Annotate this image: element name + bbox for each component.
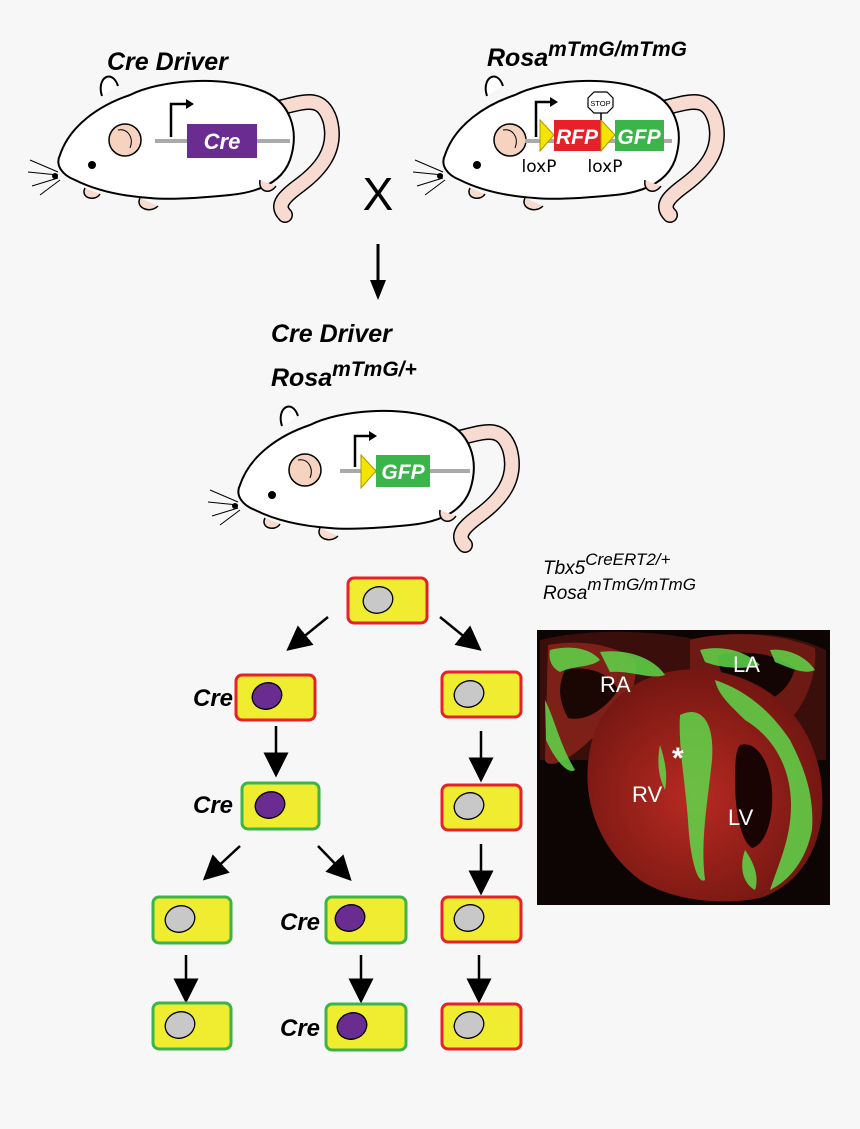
cross-result-arrow-icon	[370, 244, 386, 300]
rfp-gene-label: RFP	[556, 126, 599, 149]
heart-label-la: LA	[733, 652, 760, 677]
cross-symbol: X	[363, 168, 394, 220]
rosa-promoter-arrow-icon	[534, 97, 558, 137]
heart-micrograph: RA LA RV LV *	[537, 630, 830, 905]
cre-label-gen4: Cre	[280, 1015, 321, 1042]
arrow-gen2-left-icon	[202, 845, 241, 881]
offspring-line2-sup: mTmG/+	[332, 358, 417, 381]
cell-red-right-gen4	[440, 1002, 523, 1051]
heart-genotype-line2: RosamTmG/mTmG	[543, 575, 696, 605]
rosa-title-base: Rosa	[487, 44, 549, 72]
offspring-loxp-triangle	[360, 453, 377, 490]
cell-green-gen4-a	[151, 1001, 233, 1051]
loxp-triangle-1	[539, 118, 555, 153]
cell-cre-red-gen1	[234, 673, 317, 722]
arrow-root-right-icon	[439, 616, 482, 651]
cre-promoter-arrow-icon	[169, 99, 194, 137]
cre-label-gen2: Cre	[193, 792, 234, 819]
cre-gene-box	[187, 124, 257, 158]
loxp-label-1: loxP	[522, 157, 557, 177]
heart-label-asterisk: *	[672, 742, 684, 775]
cre-driver-mouse: Cre	[28, 77, 332, 215]
heart-label-rv: RV	[632, 782, 662, 807]
cell-cre-green-gen4-b	[324, 1002, 408, 1052]
cell-cre-green-gen2	[240, 781, 321, 831]
offspring-gfp-box	[376, 455, 430, 487]
heart-genotype-line1-sup: CreERT2/+	[585, 550, 671, 569]
cell-red-right-gen1	[440, 670, 523, 719]
stop-sign-label: STOP	[590, 99, 610, 108]
loxp-triangle-2	[600, 118, 616, 153]
offspring-mouse: GFP	[208, 407, 512, 545]
arrow-gen2-right-icon	[317, 845, 352, 882]
rosa-title: RosamTmG/mTmG	[487, 38, 687, 73]
heart-label-lv: LV	[728, 805, 754, 830]
offspring-line2: RosamTmG/+	[271, 358, 417, 393]
heart-genotype-line2-sup: mTmG/mTmG	[587, 575, 696, 594]
arrow-root-left-icon	[286, 616, 329, 651]
cell-red-right-gen3	[440, 895, 523, 944]
cre-driver-title: Cre Driver	[107, 48, 228, 76]
offspring-line1: Cre Driver	[271, 320, 392, 348]
offspring-gfp-label: GFP	[381, 461, 425, 484]
rfp-gene-box	[554, 120, 601, 151]
cell-cre-green-gen3-b	[324, 895, 408, 945]
cre-label-gen1: Cre	[193, 685, 234, 712]
heart-genotype-line1-base: Tbx5	[543, 558, 586, 579]
loxp-label-2: loxP	[588, 157, 623, 177]
offspring-promoter-arrow-icon	[353, 431, 377, 467]
rosa-mouse: RFP GFP STOP loxP loxP	[413, 77, 717, 215]
offspring-line2-base: Rosa	[271, 364, 333, 392]
heart-label-ra: RA	[600, 672, 631, 697]
heart-genotype-line2-base: Rosa	[543, 583, 588, 604]
cell-red-right-gen2	[440, 783, 523, 832]
cre-gene-label: Cre	[204, 129, 241, 154]
gfp-signal	[545, 647, 815, 890]
gfp-gene-label: GFP	[617, 126, 661, 149]
cre-label-gen3: Cre	[280, 909, 321, 936]
gfp-gene-box	[615, 120, 664, 151]
cell-green-gen3-a	[151, 895, 233, 945]
heart-genotype-line1: Tbx5CreERT2/+	[543, 550, 670, 580]
cell-root	[346, 576, 429, 625]
rosa-title-sup: mTmG/mTmG	[548, 38, 687, 61]
stop-sign-icon: STOP	[587, 91, 614, 120]
